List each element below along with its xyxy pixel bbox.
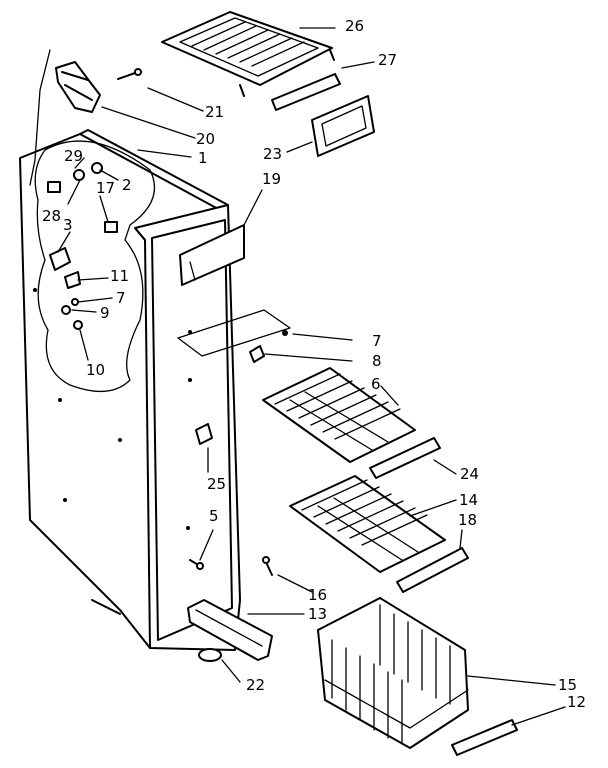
callout-20: 20 xyxy=(196,130,216,148)
component-area-outline xyxy=(34,140,156,393)
rail-part-18 xyxy=(396,547,469,593)
callout-5: 5 xyxy=(209,507,219,525)
callout-11: 11 xyxy=(110,267,130,285)
callout-14: 14 xyxy=(459,491,479,509)
callout-25: 25 xyxy=(207,475,227,493)
callout-28: 28 xyxy=(42,207,62,225)
wire-harness xyxy=(29,49,51,186)
callout-19: 19 xyxy=(262,170,282,188)
callout-16: 16 xyxy=(308,586,328,604)
callout-9: 9 xyxy=(100,304,110,322)
callout-1: 1 xyxy=(198,149,208,167)
shelf-part-26 xyxy=(161,11,335,97)
callout-21: 21 xyxy=(205,103,225,121)
liner-front-flange xyxy=(134,204,241,651)
callout-17: 17 xyxy=(96,179,116,197)
plate-part-7 xyxy=(177,309,291,357)
callout-2: 2 xyxy=(122,176,132,194)
callout-6: 6 xyxy=(371,375,381,393)
callout-26: 26 xyxy=(345,17,365,35)
bracket-part-20 xyxy=(55,61,101,113)
callout-12: 12 xyxy=(567,693,587,711)
frame-part-23 xyxy=(311,95,375,157)
callout-22: 22 xyxy=(246,676,266,694)
callout-18: 18 xyxy=(458,511,478,529)
wire-shelf-part-6 xyxy=(262,367,416,463)
foot-part-22 xyxy=(198,648,222,662)
trim-part-13 xyxy=(187,599,273,661)
rail-part-12 xyxy=(451,719,518,756)
callout-27: 27 xyxy=(378,51,398,69)
callout-10: 10 xyxy=(86,361,106,379)
callout-23: 23 xyxy=(263,145,283,163)
mounting-holes xyxy=(33,288,192,530)
callout-15: 15 xyxy=(558,676,578,694)
basket-part-15 xyxy=(317,597,469,749)
rail-part-24 xyxy=(369,437,441,479)
callout-29: 29 xyxy=(64,147,84,165)
small-components xyxy=(47,162,118,361)
wire-shelf-part-14 xyxy=(289,475,446,573)
callout-3: 3 xyxy=(63,216,73,234)
leader-lines xyxy=(57,27,566,726)
callout-7a: 7 xyxy=(116,289,126,307)
clip-part-8 xyxy=(249,345,265,363)
clip-part-25 xyxy=(195,423,213,445)
rail-part-27 xyxy=(271,73,341,111)
cover-part-19 xyxy=(179,224,245,286)
callout-8: 8 xyxy=(372,352,382,370)
callout-7b: 7 xyxy=(372,332,382,350)
callout-13: 13 xyxy=(308,605,328,623)
callout-24: 24 xyxy=(460,465,480,483)
